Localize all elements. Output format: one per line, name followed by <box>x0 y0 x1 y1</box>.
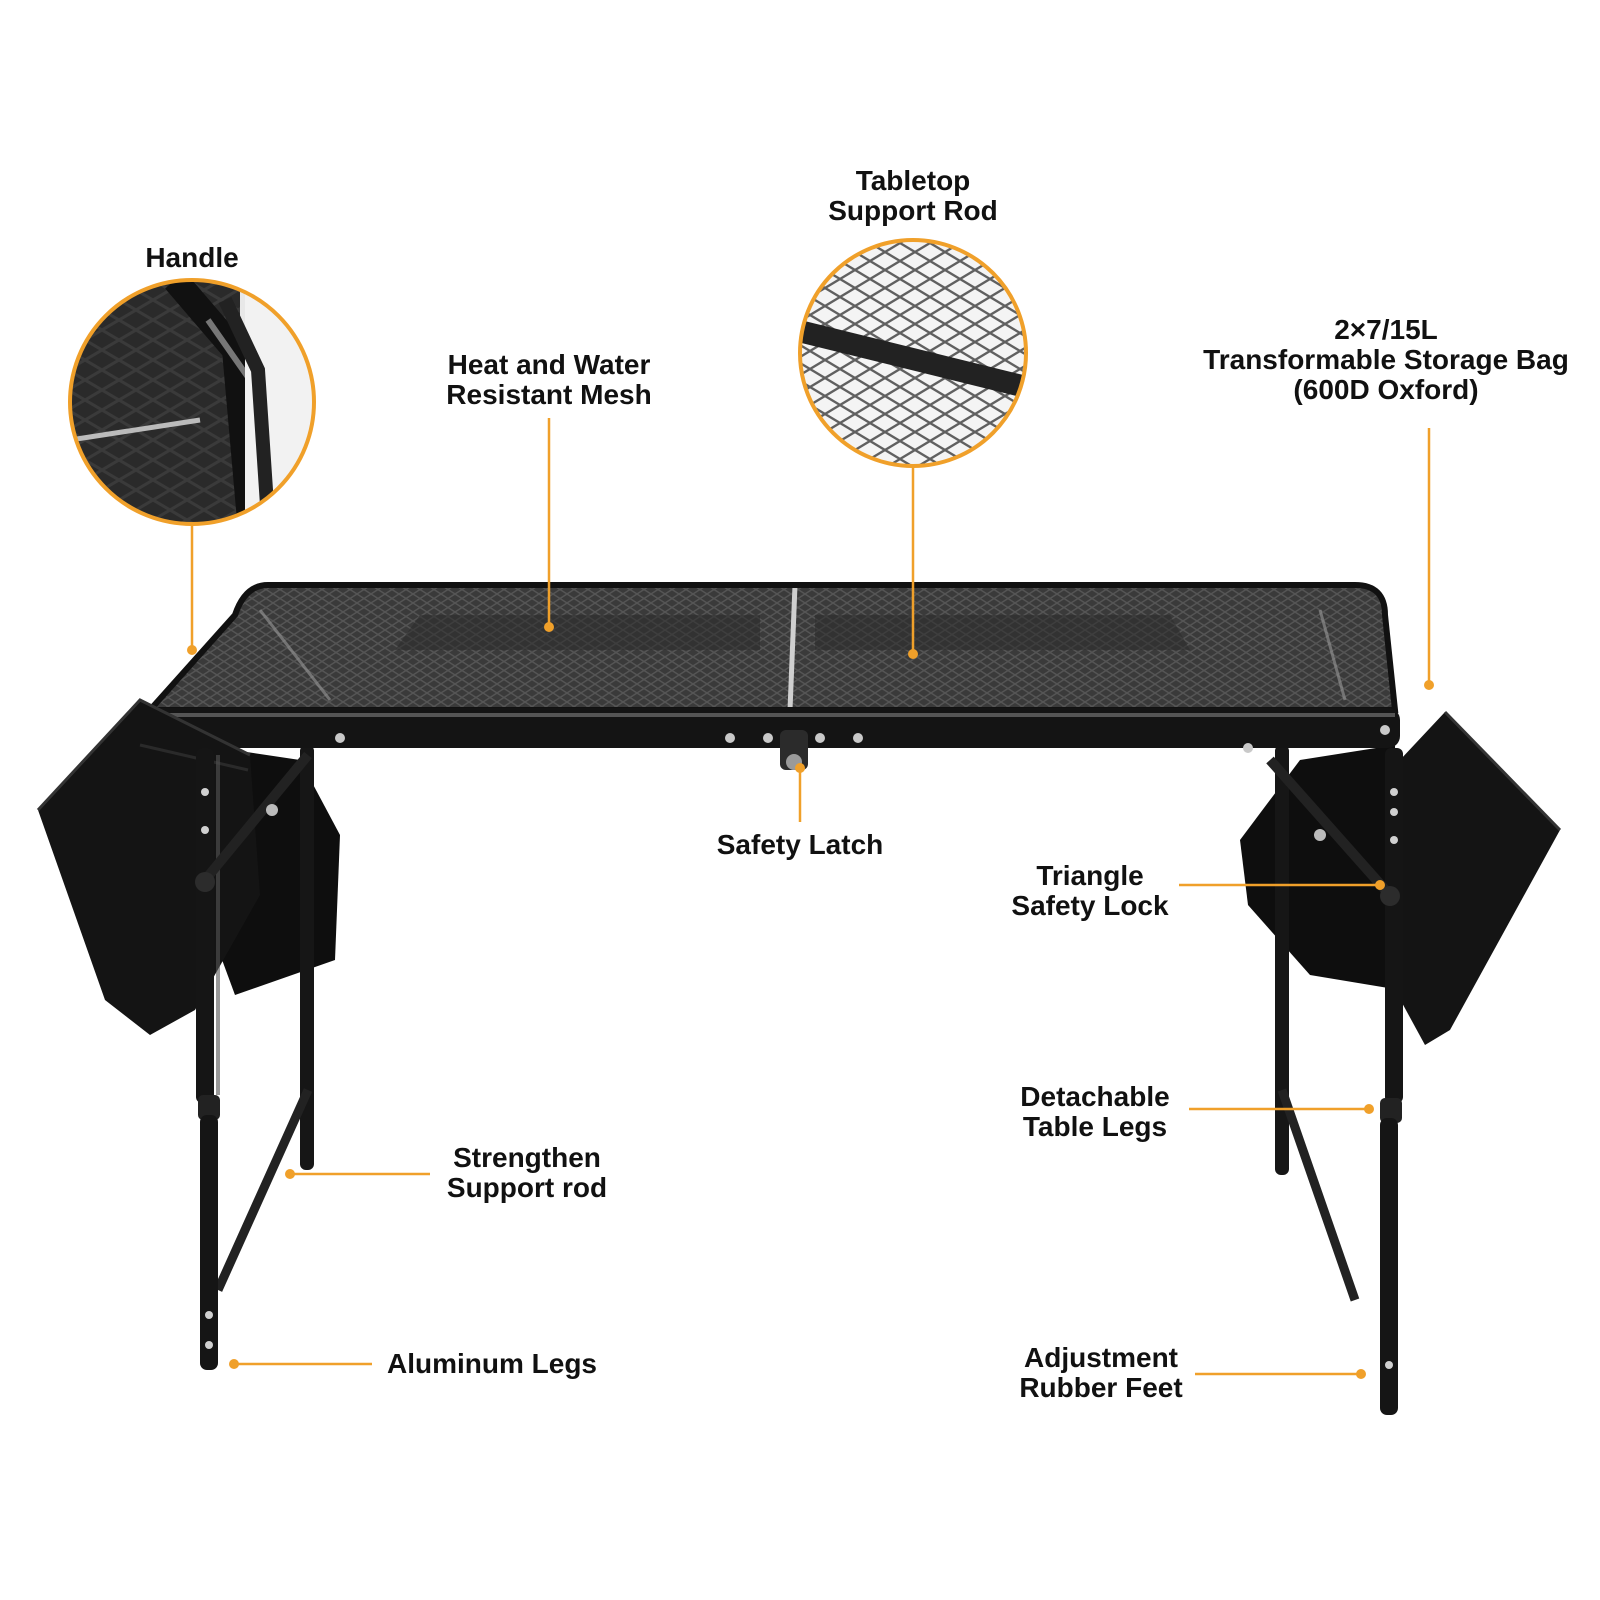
label-line: Aluminum Legs <box>386 1348 597 1379</box>
label-line: Table Legs <box>1022 1111 1168 1142</box>
label-storage-bag: 2×7/15L Transformable Storage Bag (600D … <box>1186 315 1586 405</box>
label-line: Detachable <box>1020 1081 1170 1112</box>
label-adjustment-rubber-feet: Adjustment Rubber Feet <box>1010 1343 1192 1403</box>
label-line: Rubber Feet <box>1019 1372 1183 1403</box>
label-line: Heat and Water <box>447 349 651 380</box>
label-line: 2×7/15L <box>1334 314 1438 345</box>
label-line: Adjustment <box>1024 1342 1178 1373</box>
label-line: Transformable Storage Bag <box>1203 344 1569 375</box>
folding-table-icon <box>36 582 1562 1415</box>
label-line: Safety Lock <box>1011 890 1169 921</box>
mesh-zoom-icon <box>798 238 1028 468</box>
handle-zoom-icon <box>68 278 316 526</box>
label-handle: Handle <box>112 243 272 273</box>
label-line: Handle <box>145 242 239 273</box>
label-triangle-safety-lock: Triangle Safety Lock <box>1000 861 1180 921</box>
label-safety-latch: Safety Latch <box>700 830 900 860</box>
label-line: Support rod <box>446 1172 608 1203</box>
label-line: (600D Oxford) <box>1293 374 1479 405</box>
label-tabletop-support-rod: Tabletop Support Rod <box>813 166 1013 226</box>
label-aluminum-legs: Aluminum Legs <box>374 1349 610 1379</box>
label-line: Resistant Mesh <box>446 379 652 410</box>
label-line: Triangle <box>1036 860 1144 891</box>
label-strengthen-support-rod: Strengthen Support rod <box>432 1143 622 1203</box>
label-line: Tabletop <box>855 165 971 196</box>
label-line: Safety Latch <box>716 829 884 860</box>
label-line: Support Rod <box>828 195 998 226</box>
label-line: Strengthen <box>453 1142 601 1173</box>
label-mesh: Heat and Water Resistant Mesh <box>420 350 678 410</box>
label-detachable-table-legs: Detachable Table Legs <box>1005 1082 1185 1142</box>
leader-lines <box>187 418 1434 1379</box>
